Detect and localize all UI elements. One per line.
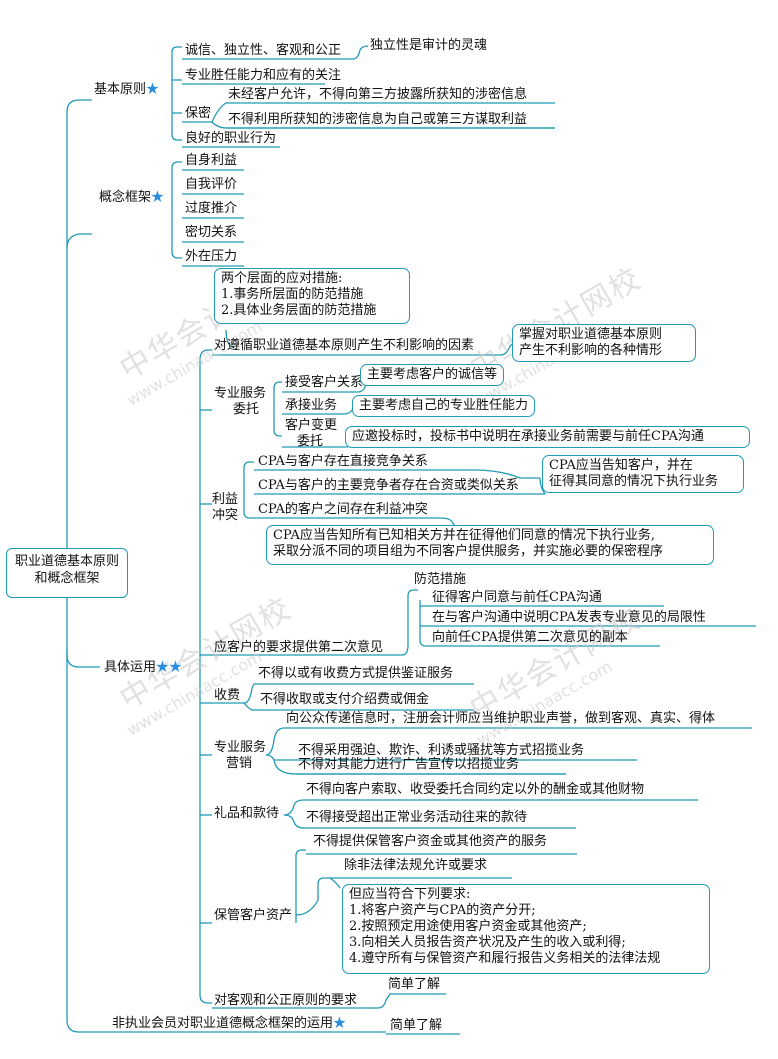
- star-icon: ★: [151, 190, 165, 205]
- framework-item: 自身利益: [185, 153, 238, 168]
- undertake-note-box: 主要考虑自己的专业胜任能力: [352, 395, 536, 417]
- marketing-item: 向公众传递信息时，注册会计师应当维护职业声誉，做到客观、真实、得体: [286, 711, 716, 726]
- root-line2: 和概念框架: [34, 571, 100, 586]
- client-change: 客户变更委托: [285, 418, 338, 449]
- accept-client: 接受客户关系: [285, 375, 364, 390]
- secret-rule: 不得利用所获知的涉密信息为自己或第三方谋取利益: [228, 112, 528, 127]
- conflict-item: CPA与客户的主要竞争者存在合资或类似关系: [258, 478, 519, 493]
- custody-item: 不得提供保管客户资金或其他资产的服务: [313, 834, 548, 849]
- branch-concept-framework: 概念框架★: [99, 190, 165, 205]
- conflict-note-box: CPA应当告知客户，并在 征得其同意的情况下执行业务: [542, 455, 744, 493]
- secret-rule: 未经客户允许，不得向第三方披露所获知的涉密信息: [228, 87, 528, 102]
- framework-item: 过度推介: [185, 201, 238, 216]
- branch-basic-principles: 基本原则★: [94, 82, 160, 97]
- gifts-item: 不得接受超出正常业务活动往来的款待: [306, 810, 528, 825]
- principle-item: 保密: [185, 106, 212, 121]
- star-icon: ★: [156, 660, 170, 675]
- fees-label: 收费: [214, 688, 241, 703]
- framework-item: 密切关系: [185, 225, 238, 240]
- second-measures-title: 防范措施: [414, 572, 467, 587]
- second-measure: 向前任CPA提供第二次意见的副本: [432, 630, 628, 645]
- factors-note-box: 掌握对职业道德基本原则 产生不利影响的各种情形: [512, 324, 696, 362]
- principle-item: 专业胜任能力和应有的关注: [185, 68, 342, 83]
- marketing-label: 专业服务营销: [214, 740, 267, 771]
- conflict-item: CPA与客户存在直接竞争关系: [258, 454, 428, 469]
- custody-label: 保管客户资产: [214, 908, 293, 923]
- star-icon: ★: [169, 660, 183, 675]
- change-note-box: 应邀投标时，投标书中说明在承接业务前需要与前任CPA沟通: [345, 426, 750, 448]
- custody-item: 除非法律法规允许或要求: [344, 858, 488, 873]
- branch-application: 具体运用★★: [104, 660, 183, 675]
- framework-item: 外在压力: [185, 249, 238, 264]
- conflict-item: CPA的客户之间存在利益冲突: [258, 502, 428, 517]
- branch4-note: 简单了解: [390, 1018, 443, 1033]
- undertake: 承接业务: [285, 398, 338, 413]
- star-icon: ★: [146, 82, 160, 97]
- second-measure: 征得客户同意与前任CPA沟通: [432, 590, 602, 605]
- note-independence: 独立性是审计的灵魂: [370, 38, 488, 53]
- accept-note-box: 主要考虑客户的诚信等: [360, 364, 505, 386]
- adverse-factors: 对遵循职业道德基本原则产生不利影响的因素: [214, 338, 475, 353]
- objective-note: 简单了解: [388, 977, 441, 992]
- custody-requirements-box: 但应当符合下列要求: 1.将客户资产与CPA的资产分开; 2.按照预定用途使用客…: [342, 884, 710, 974]
- framework-item: 自我评价: [185, 177, 238, 192]
- marketing-item: 不得对其能力进行广告宣传以招揽业务: [298, 757, 520, 772]
- star-icon: ★: [333, 1016, 347, 1031]
- second-opinion: 应客户的要求提供第二次意见: [214, 640, 384, 655]
- fees-item: 不得以或有收费方式提供鉴证服务: [258, 666, 454, 681]
- principle-item: 良好的职业行为: [185, 131, 277, 146]
- objective-label: 对客观和公正原则的要求: [214, 993, 358, 1008]
- fees-item: 不得收取或支付介绍费或佣金: [260, 692, 430, 707]
- second-measure: 在与客户沟通中说明CPA发表专业意见的局限性: [432, 610, 706, 625]
- marketing-item: 不得采用强迫、欺诈、利诱或骚扰等方式招揽业务: [298, 743, 585, 758]
- measures-box: 两个层面的应对措施: 1.事务所层面的防范措施 2.具体业务层面的防范措施: [214, 268, 410, 324]
- root-node: 职业道德基本原则 和概念框架: [6, 548, 128, 598]
- conflict-label: 利益冲突: [212, 492, 239, 523]
- engagement-label: 专业服务委托: [214, 386, 267, 417]
- root-line1: 职业道德基本原则: [14, 554, 119, 569]
- gifts-item: 不得向客户索取、收受委托合同约定以外的酬金或其他财物: [306, 782, 645, 797]
- branch-non-practicing: 非执业会员对职业道德概念框架的运用★: [112, 1016, 347, 1031]
- conflict-note3-box: CPA应当告知所有已知相关方并在征得他们同意的情况下执行业务, 采取分派不同的项…: [266, 525, 714, 565]
- gifts-label: 礼品和款待: [214, 806, 280, 821]
- principle-item: 诚信、独立性、客观和公正: [185, 43, 342, 58]
